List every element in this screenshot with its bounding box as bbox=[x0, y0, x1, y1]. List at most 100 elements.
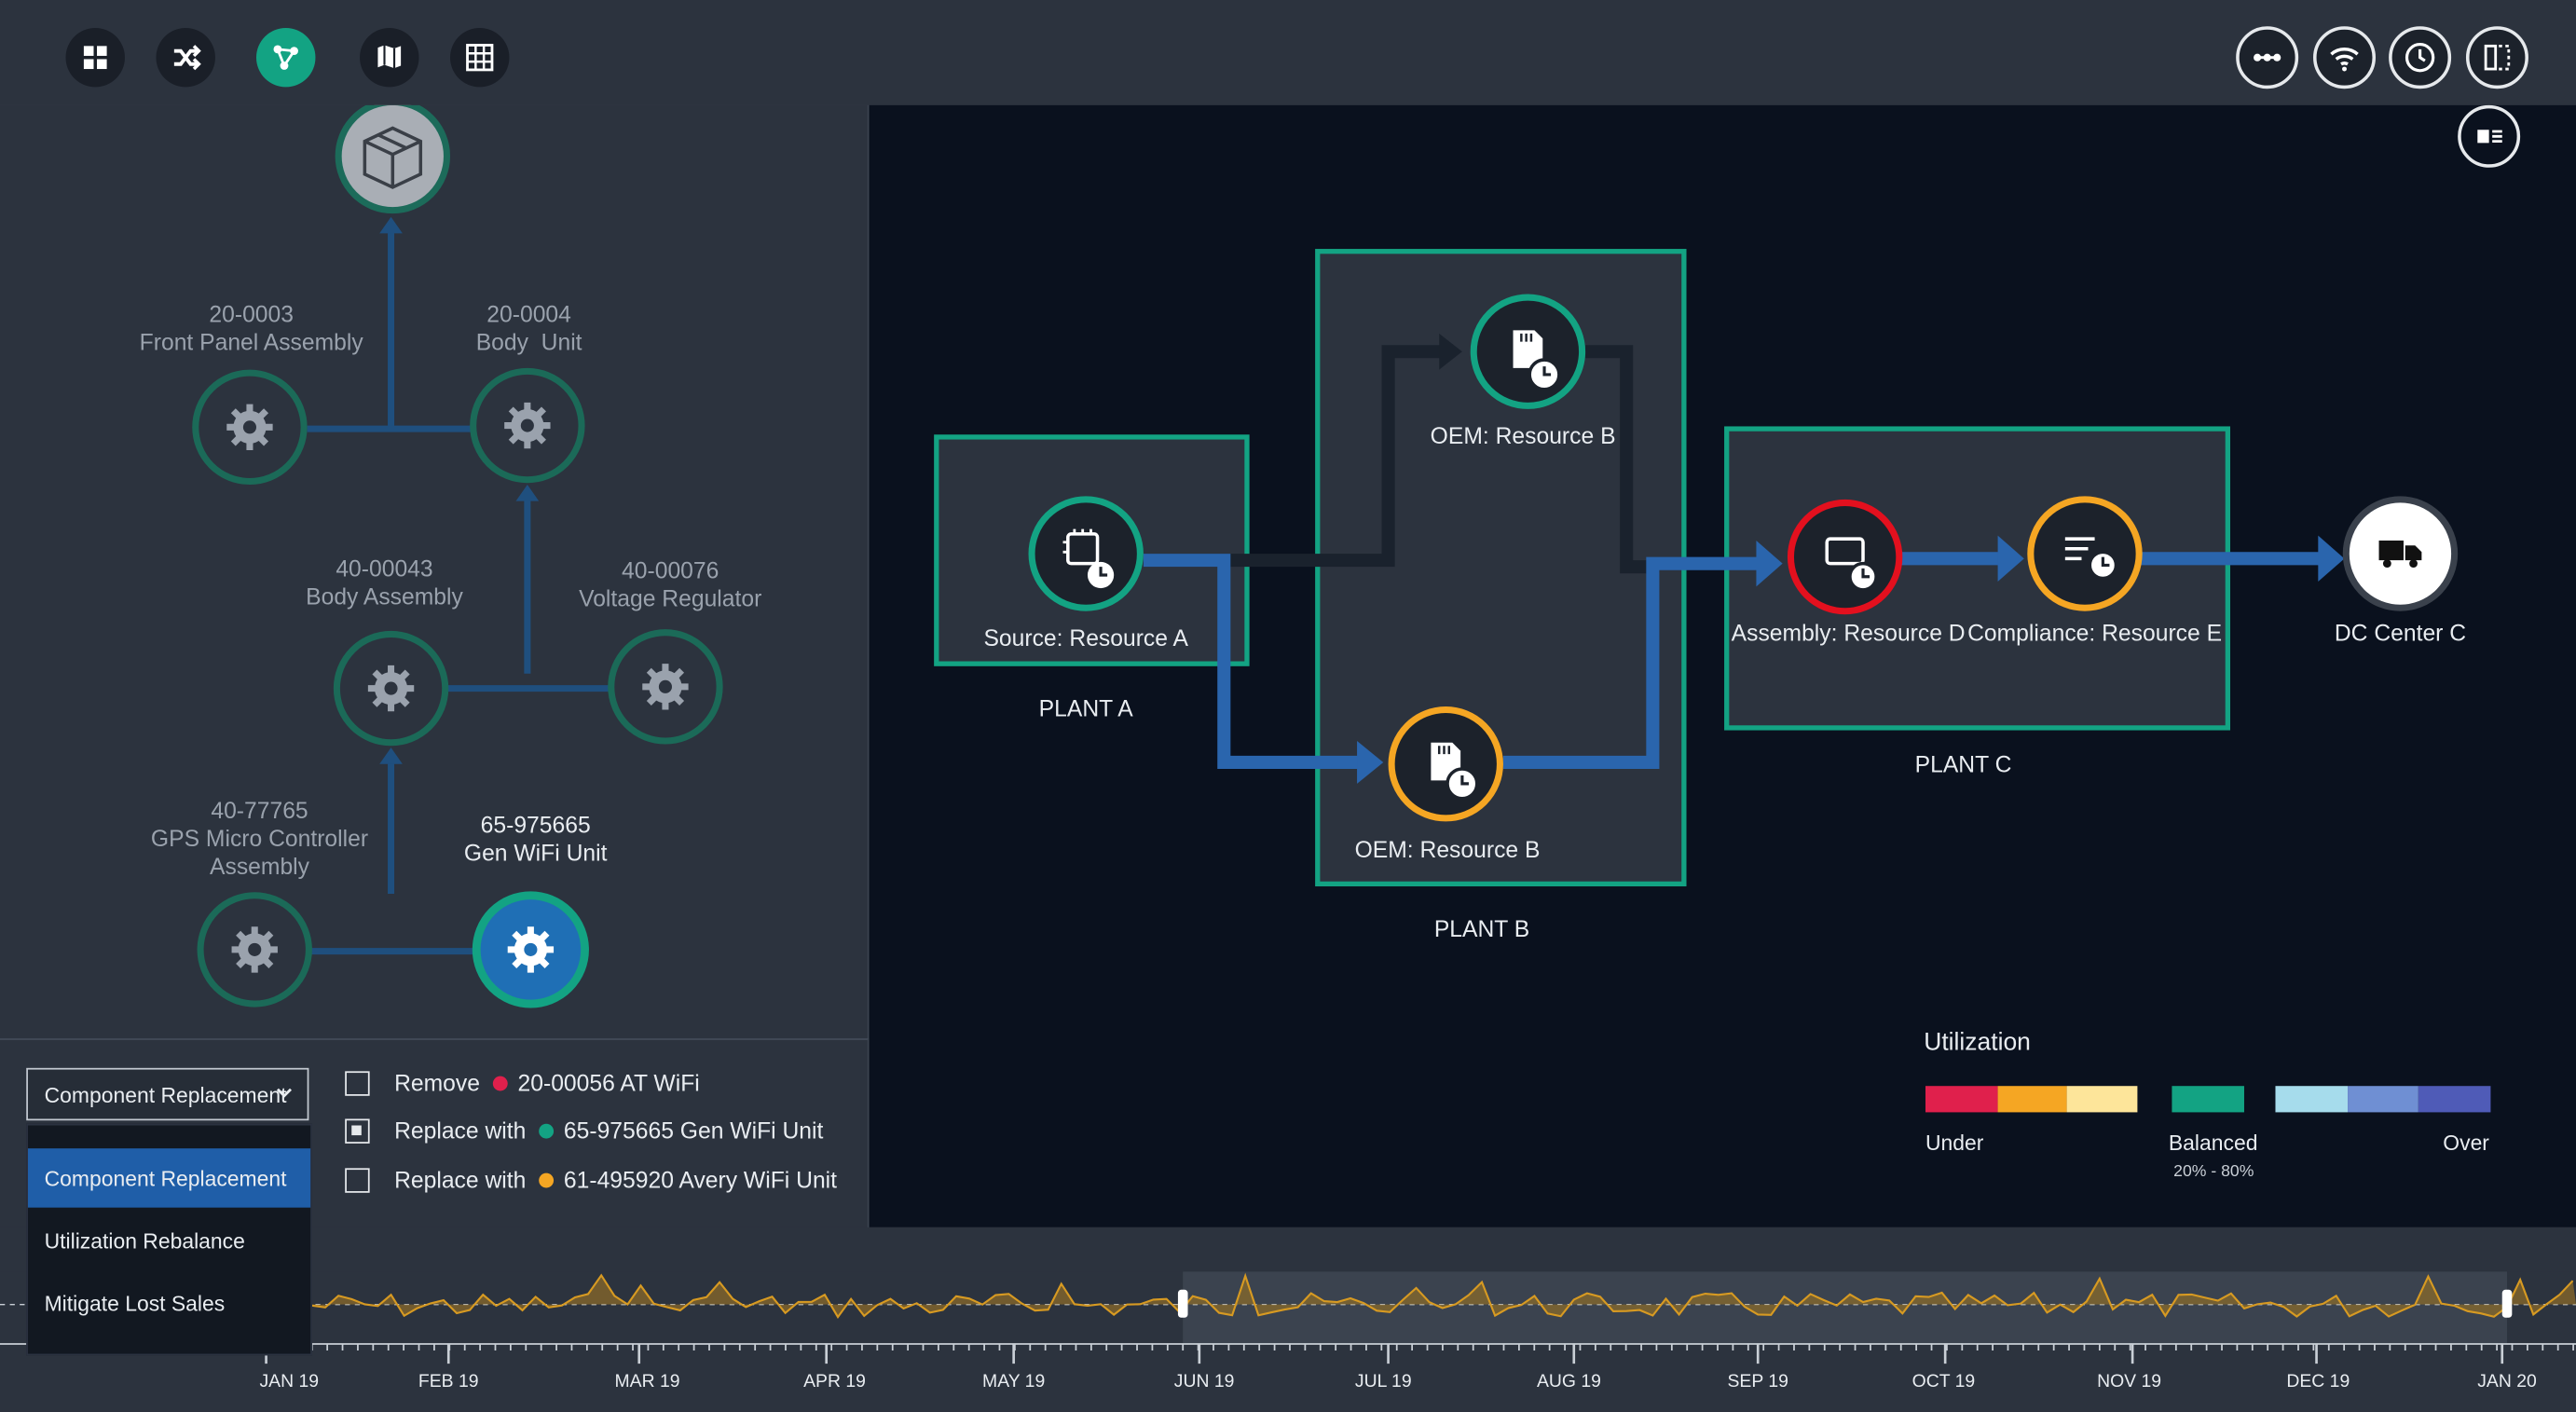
action-label: Replace with bbox=[394, 1166, 527, 1193]
path-dots-button[interactable] bbox=[2236, 26, 2299, 89]
timeline-month-label: JUN 19 bbox=[1173, 1371, 1235, 1392]
timeline-month-label: DEC 19 bbox=[2286, 1371, 2350, 1392]
action-replace-gen-wifi[interactable]: Replace with 65-975665 Gen WiFi Unit bbox=[345, 1114, 823, 1146]
action-label: Replace with bbox=[394, 1117, 527, 1144]
node-source-resource-a[interactable] bbox=[1028, 496, 1144, 611]
timeline-month-label: AUG 19 bbox=[1536, 1371, 1601, 1392]
part-code: 40-77765 bbox=[211, 796, 308, 824]
gear-icon bbox=[504, 402, 551, 449]
timeline-month-label: NOV 19 bbox=[2097, 1371, 2162, 1392]
part-name: GPS Micro Controller bbox=[150, 824, 369, 852]
action-item: 65-975665 Gen WiFi Unit bbox=[563, 1117, 824, 1144]
node-label-source-resource-a: Source: Resource A bbox=[983, 624, 1188, 651]
network-graph-button[interactable] bbox=[255, 27, 316, 88]
gear-icon bbox=[642, 664, 689, 710]
legend-swatch-over-3 bbox=[2418, 1086, 2491, 1113]
node-label-oem-resource-b-bottom: OEM: Resource B bbox=[1354, 836, 1541, 863]
legend-balanced-label: Balanced bbox=[2168, 1130, 2258, 1156]
legend-toggle-button[interactable] bbox=[2458, 104, 2521, 168]
timeline-month-label: SEP 19 bbox=[1727, 1371, 1788, 1392]
action-replace-gen-wifi-checkbox[interactable] bbox=[345, 1117, 370, 1144]
table-grid-button[interactable] bbox=[450, 27, 510, 88]
wifi-signal-button[interactable] bbox=[2313, 26, 2377, 89]
list-clock-icon bbox=[2064, 537, 2118, 581]
action-remove-checkbox[interactable] bbox=[345, 1070, 370, 1095]
timeline-month-label: APR 19 bbox=[803, 1371, 866, 1392]
part-name: Body Unit bbox=[475, 328, 582, 355]
legend-under-label: Under bbox=[1925, 1130, 1984, 1156]
scenario-dropdown[interactable]: Component Replacement bbox=[26, 1067, 309, 1121]
map-icon bbox=[377, 45, 402, 69]
legend-over-label: Over bbox=[2443, 1130, 2489, 1156]
node-oem-resource-b-top[interactable] bbox=[1470, 294, 1586, 409]
timeline-chart[interactable] bbox=[0, 1227, 2576, 1411]
legend-swatch-balanced bbox=[2172, 1086, 2244, 1113]
action-replace-avery-wifi-checkbox[interactable] bbox=[345, 1167, 370, 1192]
action-replace-avery-wifi[interactable]: Replace with 61-495920 Avery WiFi Unit bbox=[345, 1163, 837, 1196]
clock-icon bbox=[2405, 43, 2435, 73]
legend-balanced-range: 20% - 80% bbox=[2173, 1163, 2254, 1182]
package-box-icon bbox=[363, 126, 423, 189]
node-label-compliance-resource-e: Compliance: Resource E bbox=[1967, 619, 2223, 646]
chip-clock-icon bbox=[1062, 528, 1115, 589]
inactive-flow bbox=[1143, 345, 1660, 574]
node-dc-center-c[interactable] bbox=[2342, 496, 2459, 611]
action-label: Remove bbox=[394, 1069, 480, 1096]
bom-label-40-77765: 40-77765 GPS Micro Controller Assembly bbox=[128, 797, 391, 881]
scenario-option-mitigate-lost-sales[interactable]: Mitigate Lost Sales bbox=[44, 1290, 226, 1316]
top-toolbar bbox=[0, 0, 2576, 107]
bom-label-20-0004: 20-0004 Body Unit bbox=[414, 301, 644, 357]
timeline-handle-end[interactable] bbox=[2501, 1289, 2513, 1318]
dashboard-grid-icon bbox=[83, 46, 107, 70]
bom-label-65-975665: 65-975665 Gen WiFi Unit bbox=[420, 812, 651, 868]
timeline-month-label: FEB 19 bbox=[418, 1371, 479, 1392]
part-code: 20-0004 bbox=[486, 300, 571, 327]
supply-network-graph bbox=[934, 249, 2459, 887]
node-oem-resource-b-bottom[interactable] bbox=[1388, 706, 1503, 822]
bom-tree-panel: 20-0003 Front Panel Assembly 20-0004 Bod… bbox=[0, 104, 870, 1039]
scenario-option-utilization-rebalance[interactable]: Utilization Rebalance bbox=[44, 1227, 245, 1254]
map-button[interactable] bbox=[360, 27, 419, 88]
gear-icon bbox=[367, 665, 415, 712]
scenario-dropdown-value: Component Replacement bbox=[44, 1081, 287, 1107]
scenario-option-component-replacement[interactable]: Component Replacement bbox=[27, 1148, 311, 1208]
split-view-button[interactable] bbox=[2465, 26, 2528, 89]
status-dot bbox=[539, 1172, 555, 1187]
part-name: Body Assembly bbox=[306, 583, 463, 610]
node-assembly-resource-d[interactable] bbox=[1787, 499, 1903, 615]
legend-card-icon bbox=[2477, 130, 2502, 144]
timeline-month-label: JAN 19 bbox=[259, 1371, 320, 1392]
shuffle-icon bbox=[173, 45, 201, 71]
network-graph-icon bbox=[273, 45, 298, 70]
part-name-line2: Assembly bbox=[210, 852, 310, 880]
action-remove[interactable]: Remove 20-00056 AT WiFi bbox=[345, 1066, 700, 1099]
shuffle-button[interactable] bbox=[156, 27, 215, 88]
split-view-icon bbox=[2484, 44, 2511, 71]
plant-a-label: PLANT A bbox=[1038, 694, 1133, 721]
wifi-signal-icon bbox=[2330, 48, 2359, 72]
sd-card-clock-icon bbox=[1431, 742, 1479, 801]
timeline-handle-start[interactable] bbox=[1177, 1289, 1188, 1318]
supply-network-panel bbox=[869, 104, 2576, 1227]
timeline-month-label: MAY 19 bbox=[982, 1371, 1046, 1392]
status-dot bbox=[493, 1075, 508, 1090]
table-grid-icon bbox=[466, 44, 494, 72]
monitor-clock-icon bbox=[1825, 537, 1878, 592]
timeline-month-label: OCT 19 bbox=[1911, 1371, 1976, 1392]
part-code: 20-0003 bbox=[209, 300, 294, 327]
timeline-month-label: JAN 20 bbox=[2477, 1371, 2537, 1392]
legend-title: Utilization bbox=[1924, 1028, 2031, 1057]
node-label-dc-center-c: DC Center C bbox=[2334, 619, 2467, 646]
scenario-dropdown-menu: Component Replacement Utilization Rebala… bbox=[26, 1123, 312, 1356]
action-item: 61-495920 Avery WiFi Unit bbox=[563, 1166, 838, 1193]
dashboard-grid-button[interactable] bbox=[65, 27, 125, 88]
path-dots-icon bbox=[2254, 53, 2281, 62]
node-label-oem-resource-b-top: OEM: Resource B bbox=[1430, 422, 1616, 449]
part-name: Voltage Regulator bbox=[579, 584, 762, 611]
legend-swatch-under-1 bbox=[1925, 1086, 1998, 1113]
clock-button[interactable] bbox=[2389, 26, 2452, 89]
node-compliance-resource-e[interactable] bbox=[2027, 496, 2143, 611]
timeline-month-label: JUL 19 bbox=[1354, 1371, 1412, 1392]
bom-label-40-00043: 40-00043 Body Assembly bbox=[269, 555, 500, 611]
root-product-node[interactable] bbox=[335, 104, 450, 214]
